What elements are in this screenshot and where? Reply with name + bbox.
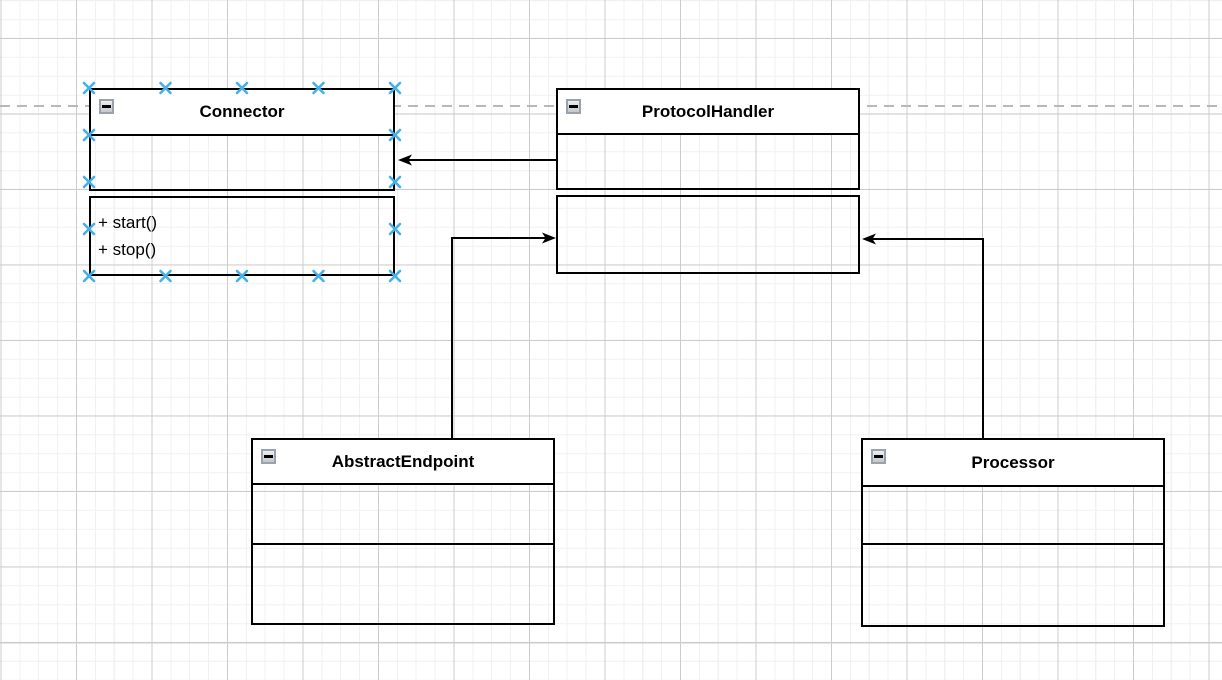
arrowhead-icon [542,232,556,244]
collapse-button[interactable] [261,449,276,464]
collapse-button[interactable] [871,449,886,464]
method-item[interactable]: + stop() [98,240,157,259]
collapse-button[interactable] [566,99,581,114]
methods-section[interactable] [251,543,555,625]
edge-protocolhandler-to-connector[interactable] [398,154,556,166]
class-processor[interactable]: Processor [861,438,1165,627]
attributes-section[interactable] [89,134,395,191]
class-protocolhandler-title-bar[interactable]: ProtocolHandler [556,88,860,135]
methods-section[interactable] [861,543,1165,627]
methods-section[interactable] [556,195,860,274]
class-connector-title-bar[interactable]: Connector [89,88,395,136]
class-title: ProtocolHandler [641,102,775,121]
attributes-section[interactable] [861,485,1165,545]
arrowhead-icon [862,233,876,245]
edge-abstractendpoint-to-protocolhandler[interactable] [451,232,556,439]
class-connector[interactable]: Connector + start() + stop() [89,88,395,276]
class-title: Connector [199,102,285,121]
class-title: AbstractEndpoint [331,452,475,471]
method-item[interactable]: + start() [98,213,158,232]
class-processor-title-bar[interactable]: Processor [861,438,1165,487]
collapse-button[interactable] [99,99,114,114]
class-title: Processor [971,453,1055,472]
attributes-section[interactable] [251,483,555,545]
edge-processor-to-protocolhandler[interactable] [862,233,984,439]
class-abstractendpoint[interactable]: AbstractEndpoint [251,438,555,625]
minus-icon [874,455,883,458]
methods-section[interactable]: + start() + stop() [89,196,395,276]
minus-icon [102,105,111,108]
class-abstractendpoint-title-bar[interactable]: AbstractEndpoint [251,438,555,485]
minus-icon [264,455,273,458]
arrowhead-icon [398,154,412,166]
class-protocolhandler[interactable]: ProtocolHandler [556,88,860,274]
attributes-section[interactable] [556,133,860,190]
minus-icon [569,105,578,108]
